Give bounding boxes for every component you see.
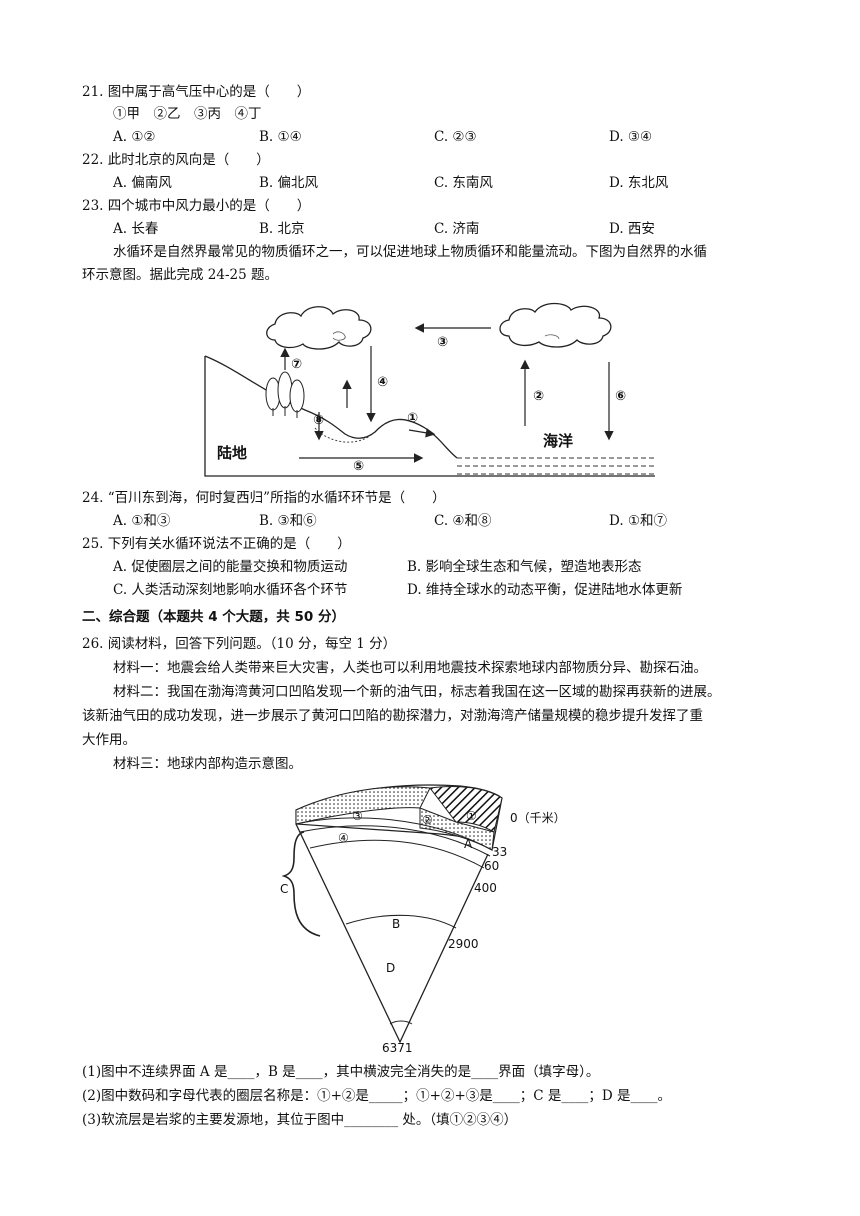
q24-stem: 24. “百川东到海，何时复西归”所指的水循环环节是（ ） [82,490,446,506]
cloud-right [499,302,612,348]
depth-0: 0（千米） [510,811,566,825]
label-4: ④ [377,375,388,390]
q25-stem: 25. 下列有关水循环说法不正确的是（ ） [82,536,351,552]
q26-material-3: 材料三：地球内部构造示意图。 [113,756,302,772]
intro-line-2: 环示意图。据此完成 24-25 题。 [82,267,279,283]
label-6: ⑥ [615,389,626,404]
label-D: D [386,961,395,975]
label-3: ③ [437,335,448,350]
q22-option-c: C. 东南风 [434,175,493,191]
q23-option-b: B. 北京 [259,221,305,237]
depth-33: 33 [492,845,507,859]
q26-stem: 26. 阅读材料，回答下列问题。（10 分，每空 1 分） [82,636,397,652]
q26-material-2c: 大作用。 [82,732,136,748]
label-B: B [392,917,400,931]
q25-option-c: C. 人类活动深刻地影响水循环各个环节 [113,582,348,598]
q22-option-a: A. 偏南风 [113,175,172,191]
q24-option-b: B. ③和⑥ [259,513,317,529]
q24-option-d: D. ①和⑦ [609,513,668,529]
q21-option-b: B. ①④ [259,129,302,145]
depth-60: 60 [484,859,499,873]
tree-icon [265,371,305,418]
q22-stem: 22. 此时北京的风向是（ ） [82,152,270,168]
q25-option-a: A. 促使圈层之间的能量交换和物质运动 [113,559,348,575]
label-5: ⑤ [353,459,364,474]
depth-400: 400 [474,881,497,895]
depth-2900: 2900 [448,937,479,951]
cloud-left [266,306,372,350]
q26-material-2b: 该新油气田的成功发现，进一步展示了黄河口凹陷的勘探潜力，对渤海湾产储量规模的稳步… [82,708,703,724]
q25-option-b: B. 影响全球生态和气候，塑造地表形态 [407,559,642,575]
label-C: C [280,882,288,896]
q24-option-a: A. ①和③ [113,513,171,529]
q23-stem: 23. 四个城市中风力最小的是（ ） [82,198,311,214]
q23-option-c: C. 济南 [434,221,480,237]
label-7: ⑦ [291,357,302,372]
q26-part-1: (1)图中不连续界面 A 是____，B 是____，其中横波完全消失的是___… [82,1064,600,1080]
q21-option-c: C. ②③ [434,129,477,145]
q21-option-a: A. ①② [113,129,156,145]
q21-stem: 21. 图中属于高气压中心的是（ ） [82,84,311,100]
label-1: ① [407,411,418,426]
q26-part-3: (3)软流层是岩浆的主要发源地，其位于图中________ 处。（填①②③④） [82,1112,518,1128]
label-land: 陆地 [217,444,247,462]
q26-material-1: 材料一：地震会给人类带来巨大灾害，人类也可以利用地震技术探索地球内部物质分异、勘… [113,660,707,676]
q26-part-2: (2)图中数码和字母代表的圈层名称是：①+②是_____；①+②+③是____；… [82,1088,672,1104]
q23-option-d: D. 西安 [609,221,655,237]
depth-6371: 6371 [382,1041,413,1055]
label-8: ⑧ [313,413,324,428]
q21-option-d: D. ③④ [609,129,653,145]
q26-material-2a: 材料二：我国在渤海湾黄河口凹陷发现一个新的油气田，标志着我国在这一区域的勘探再获… [113,684,721,700]
label-A: A [464,837,473,851]
q25-option-d: D. 维持全球水的动态平衡，促进陆地水体更新 [407,582,683,598]
q21-sub: ①甲 ②乙 ③丙 ④丁 [113,106,262,122]
label-c2: ② [422,813,433,827]
label-2: ② [533,389,544,404]
section-title: 二、综合题（本题共 4 个大题，共 50 分） [82,609,345,625]
q22-option-d: D. 东北风 [609,175,669,191]
q24-option-c: C. ④和⑧ [434,513,492,529]
q22-option-b: B. 偏北风 [259,175,319,191]
label-ocean: 海洋 [543,432,573,450]
label-c1: ① [466,809,477,823]
label-c3: ③ [352,809,363,823]
label-c4: ④ [338,831,349,845]
arrow-1 [408,428,436,438]
water-cycle-diagram: ③ ⑦ ④ ② ⑥ ① ⑧ ⑤ 陆地 海洋 [204,302,655,477]
q23-option-a: A. 长春 [113,221,159,237]
intro-line-1: 水循环是自然界最常见的物质循环之一，可以促进地球上物质循环和能量流动。下图为自然… [113,244,707,260]
earth-interior-diagram: ① ② ③ ④ A B C D 0（千米） 33 60 400 2900 637… [280,784,566,1055]
